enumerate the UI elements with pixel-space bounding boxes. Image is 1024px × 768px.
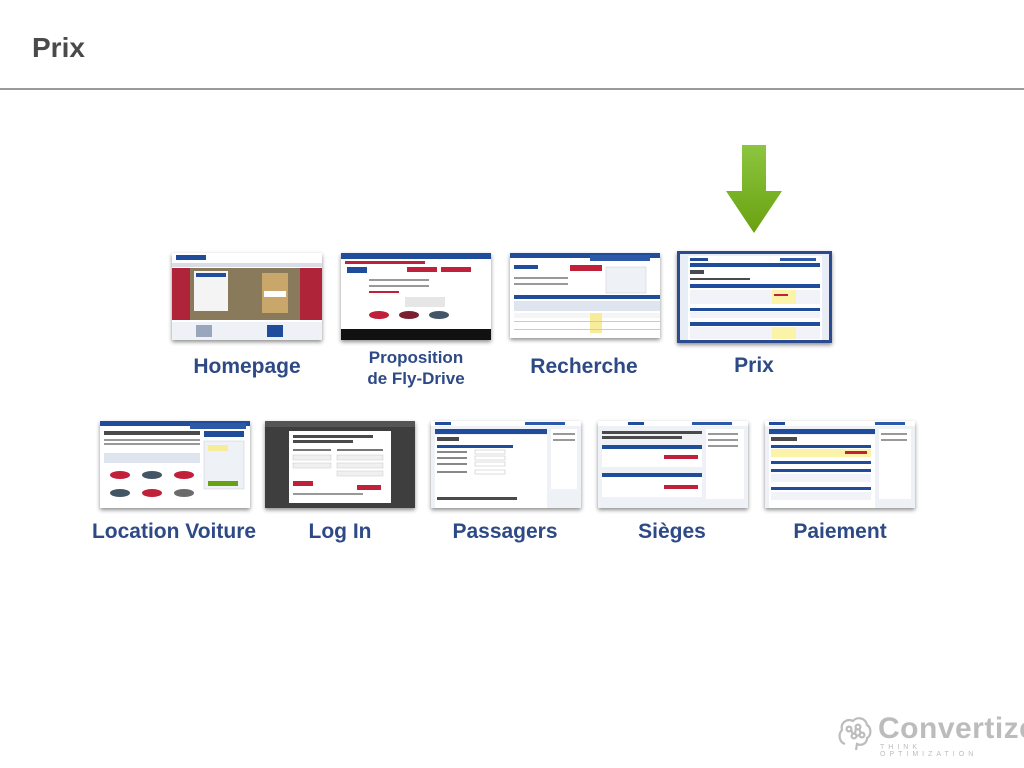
thumbnail-recherche[interactable] bbox=[510, 253, 660, 338]
slide-title: Prix bbox=[32, 32, 85, 63]
step-label-fly-drive: Proposition de Fly-Drive bbox=[367, 347, 464, 389]
step-label-log-in: Log In bbox=[308, 520, 372, 543]
thumbnail-homepage[interactable] bbox=[172, 253, 322, 340]
step-label-paiement: Paiement bbox=[793, 520, 887, 543]
logo-wordmark: Convertize bbox=[878, 712, 1024, 745]
thumbnail-prix-current[interactable] bbox=[677, 251, 832, 343]
step-label-sieges: Sièges bbox=[638, 520, 706, 543]
convertize-logo: Convertize THINK OPTIMIZATION bbox=[836, 712, 1024, 758]
step-label-fly-drive-line2: de Fly-Drive bbox=[367, 369, 465, 388]
step-label-homepage: Homepage bbox=[193, 355, 301, 378]
step-label-prix: Prix bbox=[734, 354, 774, 377]
title-divider bbox=[0, 88, 1024, 90]
step-label-passagers: Passagers bbox=[452, 520, 558, 543]
current-step-arrow-icon bbox=[726, 145, 782, 233]
thumbnail-sieges[interactable] bbox=[598, 421, 748, 508]
step-label-fly-drive-line1: Proposition bbox=[368, 348, 464, 367]
thumbnail-location-voiture[interactable] bbox=[100, 421, 250, 508]
convertize-brain-icon bbox=[838, 717, 872, 751]
step-label-recherche: Recherche bbox=[530, 355, 638, 378]
step-label-location-voiture: Location Voiture bbox=[91, 520, 257, 543]
thumbnail-passagers[interactable] bbox=[431, 421, 581, 508]
logo-tagline: THINK OPTIMIZATION bbox=[880, 744, 978, 758]
thumbnail-paiement[interactable] bbox=[765, 421, 915, 508]
thumbnail-fly-drive[interactable] bbox=[341, 253, 491, 340]
thumbnail-log-in[interactable] bbox=[265, 421, 415, 508]
